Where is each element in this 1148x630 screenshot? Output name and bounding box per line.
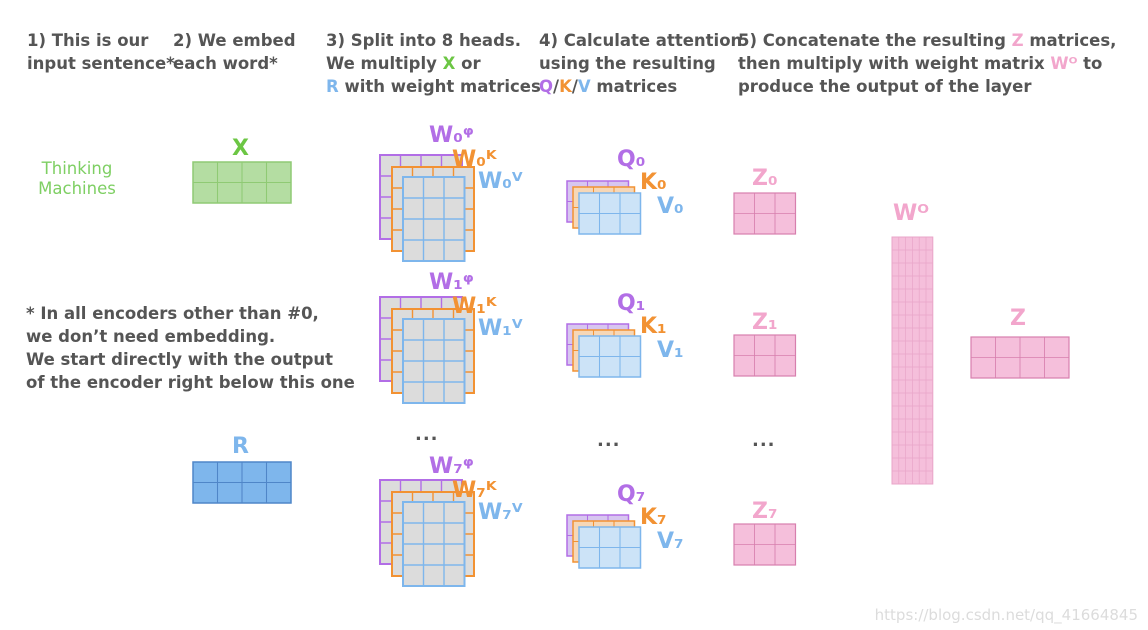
head-0-wq-label: W₀ᵠ [429,123,474,148]
input-word-thinking: Thinking [41,159,113,178]
step-3-line-3: R with weight matrices [326,77,541,96]
head-0-q-label: Q₀ [617,147,646,172]
head-0-z-matrix [733,192,797,235]
token-wo: Wᴼ [1050,54,1078,73]
watermark: https://blog.csdn.net/qq_41664845 [874,606,1138,624]
ellipsis-weights: ... [415,424,439,445]
head-2-z-matrix [733,523,797,566]
token-z: Z [1011,31,1024,50]
head-1-wk-label: W₁ᴷ [452,294,497,319]
head-7-q-label: Q₇ [617,482,646,507]
step-5-caption: 5) Concatenate the resulting Z matrices,… [738,29,1116,98]
step-5-line-2: then multiply with weight matrix Wᴼ to [738,54,1103,73]
head-1-q-label: Q₁ [617,291,646,316]
head-1-wv-label: W₁ⱽ [478,316,523,341]
token-q: Q [539,77,554,96]
note-line-2: we don’t need embedding. [26,327,276,346]
step-1-line-2: input sentence* [27,54,175,73]
head-1-v-matrix [578,335,642,378]
x-matrix-label: X [232,136,249,161]
step-2-line-1: 2) We embed [173,31,296,50]
step-3-line-1: 3) Split into 8 heads. [326,31,521,50]
step-5-line-1: 5) Concatenate the resulting Z matrices, [738,31,1117,50]
x-matrix [192,161,292,204]
ellipsis-z: ... [752,430,776,451]
r-matrix [192,461,292,504]
head-1-z-label: Z₁ [752,310,778,335]
ellipsis-qkv: ... [597,430,621,451]
head-2-wv-matrix [402,501,466,587]
input-word-machines: Machines [38,179,116,198]
z-final-matrix [970,336,1070,379]
step-3-line-2: We multiply X or [326,54,481,73]
encoder-note: * In all encoders other than #0, we don’… [26,302,355,394]
head-0-wv-label: W₀ⱽ [478,169,523,194]
head-0-k-label: K₀ [640,170,667,195]
step-2-caption: 2) We embed each word* [173,29,296,75]
note-line-1: * In all encoders other than #0, [26,304,319,323]
head-7-wk-label: W₇ᴷ [452,478,497,503]
head-7-z-label: Z₇ [752,499,778,524]
z-final-label: Z [1010,306,1026,331]
head-0-z-label: Z₀ [752,166,778,191]
step-2-line-2: each word* [173,54,278,73]
wo-matrix [891,236,934,485]
head-1-v-label: V₁ [657,338,684,363]
head-1-k-label: K₁ [640,314,667,339]
head-1-z-matrix [733,334,797,377]
head-0-wk-label: W₀ᴷ [452,147,497,172]
step-1-line-1: 1) This is our [27,31,149,50]
head-0-v-matrix [578,192,642,235]
token-x: X [442,54,456,73]
token-v: V [577,77,591,96]
wo-matrix-label: Wᴼ [893,201,930,226]
step-4-line-1: 4) Calculate attention [539,31,743,50]
r-matrix-label: R [232,434,249,459]
step-4-caption: 4) Calculate attention using the resulti… [539,29,742,98]
head-1-wq-label: W₁ᵠ [429,270,474,295]
head-2-v-matrix [578,526,642,569]
step-1-caption: 1) This is our input sentence* [27,29,175,75]
head-0-wv-matrix [402,176,466,262]
token-r: R [326,77,339,96]
step-4-line-3: Q/K/V matrices [539,77,678,96]
step-4-line-2: using the resulting [539,54,716,73]
input-sentence: Thinking Machines [34,159,120,199]
step-3-caption: 3) Split into 8 heads. We multiply X or … [326,29,541,98]
head-1-wv-matrix [402,318,466,404]
head-0-v-label: V₀ [657,194,684,219]
head-7-v-label: V₇ [657,529,684,554]
token-k: K [559,77,572,96]
head-7-wv-label: W₇ⱽ [478,500,523,525]
head-7-wq-label: W₇ᵠ [429,454,474,479]
note-line-4: of the encoder right below this one [26,373,355,392]
note-line-3: We start directly with the output [26,350,334,369]
step-5-line-3: produce the output of the layer [738,77,1032,96]
head-7-k-label: K₇ [640,505,667,530]
